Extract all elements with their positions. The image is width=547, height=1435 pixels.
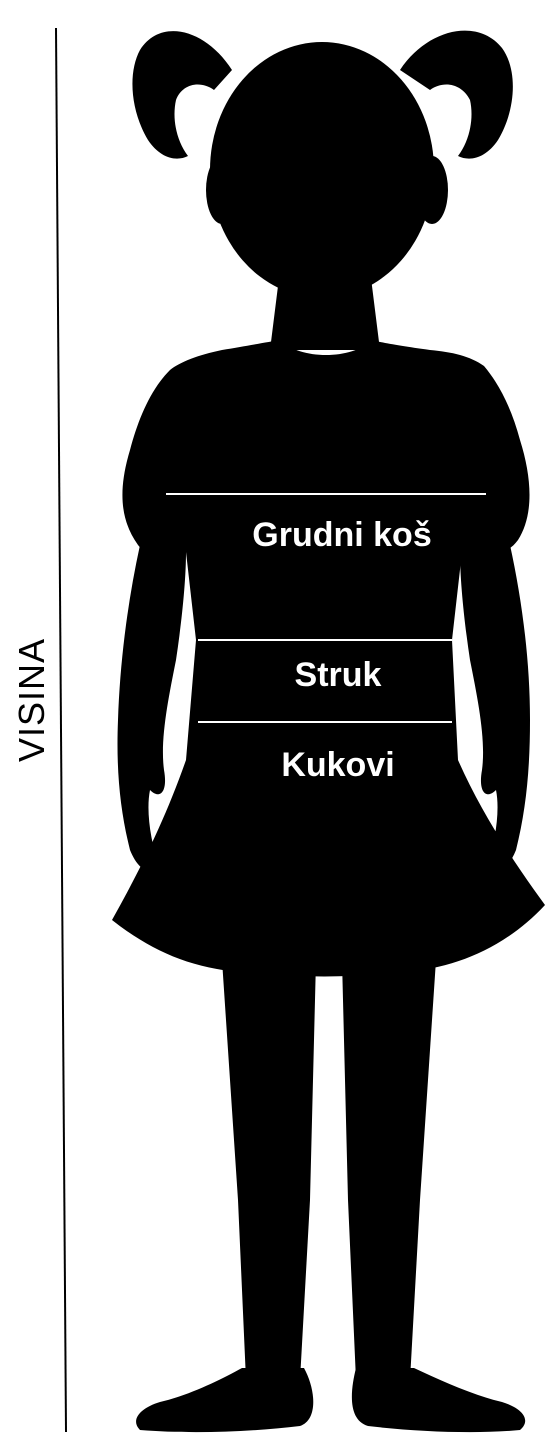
left-leg bbox=[222, 960, 316, 1380]
height-label: VISINA bbox=[11, 638, 52, 762]
neck bbox=[270, 270, 380, 350]
left-arm bbox=[117, 545, 186, 873]
chest-label: Grudni koš bbox=[252, 516, 431, 554]
left-shoe bbox=[136, 1368, 314, 1433]
child-silhouette bbox=[112, 30, 545, 1433]
right-shoe bbox=[351, 1368, 526, 1433]
left-ear bbox=[206, 156, 238, 224]
head bbox=[210, 42, 434, 298]
left-pigtail bbox=[132, 31, 232, 159]
hips-label: Kukovi bbox=[281, 746, 394, 784]
right-leg bbox=[342, 960, 436, 1380]
right-pigtail bbox=[400, 30, 513, 159]
right-ear bbox=[416, 156, 448, 224]
dress bbox=[112, 340, 545, 977]
height-measure-line bbox=[55, 27, 67, 1433]
waist-label: Struk bbox=[295, 656, 382, 694]
right-arm bbox=[460, 545, 530, 873]
